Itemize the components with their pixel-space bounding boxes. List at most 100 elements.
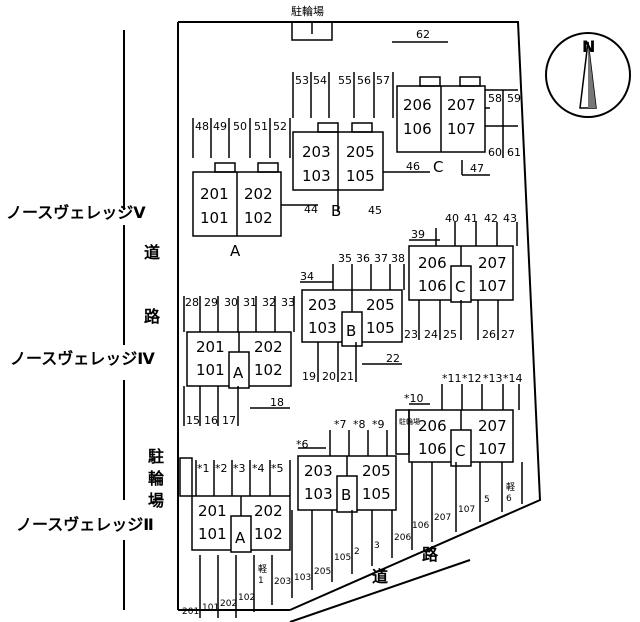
svg-text:102: 102 — [254, 525, 283, 543]
bottom-parking-label: 軽 — [506, 482, 515, 493]
v5-building-a — [192, 162, 318, 237]
svg-text:59: 59 — [507, 92, 521, 105]
svg-text:203: 203 — [308, 296, 337, 314]
svg-text:33: 33 — [281, 296, 295, 309]
bottom-parking-label: 1 — [258, 576, 264, 586]
svg-text:203: 203 — [304, 462, 333, 480]
road-bottom-char-2: 路 — [422, 545, 439, 564]
svg-text:206: 206 — [418, 254, 447, 272]
svg-text:26: 26 — [482, 328, 496, 341]
v2-building-a — [191, 460, 291, 553]
svg-text:56: 56 — [357, 74, 371, 87]
svg-text:36: 36 — [356, 252, 370, 265]
svg-text:107: 107 — [478, 440, 507, 458]
bottom-parking-label: 206 — [394, 533, 411, 543]
svg-text:20: 20 — [322, 370, 336, 383]
bottom-parking-label: 102 — [238, 593, 255, 603]
svg-text:47: 47 — [470, 162, 484, 175]
left-bike-char-1: 駐 — [148, 447, 164, 466]
svg-text:27: 27 — [501, 328, 515, 341]
v4-building-a — [183, 296, 295, 426]
svg-text:54: 54 — [313, 74, 327, 87]
svg-text:*11: *11 — [442, 372, 462, 385]
svg-text:51: 51 — [254, 120, 268, 133]
village-v4-label: ノースヴェレッジⅣ — [10, 349, 155, 368]
svg-text:43: 43 — [503, 212, 517, 225]
v2-building-c-label: C — [455, 442, 465, 460]
bottom-parking-label: 5 — [484, 495, 490, 505]
svg-text:*8: *8 — [353, 418, 366, 431]
svg-text:105: 105 — [362, 485, 391, 503]
svg-text:105: 105 — [346, 167, 375, 185]
svg-text:106: 106 — [403, 120, 432, 138]
road-bottom-char-1: 道 — [372, 567, 388, 586]
svg-text:207: 207 — [478, 254, 507, 272]
svg-text:53: 53 — [295, 74, 309, 87]
svg-text:*9: *9 — [372, 418, 385, 431]
svg-text:35: 35 — [338, 252, 352, 265]
bottom-parking-label: 103 — [294, 573, 311, 583]
svg-text:29: 29 — [204, 296, 218, 309]
svg-text:103: 103 — [304, 485, 333, 503]
svg-text:17: 17 — [222, 414, 236, 427]
svg-text:49: 49 — [213, 120, 227, 133]
bottom-parking-label: 107 — [458, 505, 475, 515]
compass-north-label: N — [582, 37, 595, 56]
svg-text:61: 61 — [507, 146, 521, 159]
svg-text:*13: *13 — [483, 372, 503, 385]
svg-text:25: 25 — [443, 328, 457, 341]
svg-text:50: 50 — [233, 120, 247, 133]
svg-text:15: 15 — [186, 414, 200, 427]
left-bike-char-3: 場 — [148, 491, 164, 510]
road-left-char-1: 道 — [144, 243, 160, 262]
svg-text:60: 60 — [488, 146, 502, 159]
v2-building-c — [395, 384, 520, 467]
svg-text:41: 41 — [464, 212, 478, 225]
compass-icon: N — [545, 32, 631, 118]
svg-text:201: 201 — [196, 338, 225, 356]
svg-text:23: 23 — [404, 328, 418, 341]
svg-text:52: 52 — [273, 120, 287, 133]
v4-building-b-label: B — [346, 322, 356, 340]
svg-text:18: 18 — [270, 396, 284, 409]
small-bike-parking: 駐輪場 — [399, 417, 420, 426]
svg-text:*10: *10 — [404, 392, 424, 405]
svg-text:102: 102 — [254, 361, 283, 379]
v4-building-b — [300, 264, 405, 382]
svg-text:16: 16 — [204, 414, 218, 427]
road-left-char-2: 路 — [144, 307, 161, 326]
v5-building-c-label: C — [433, 158, 443, 176]
bottom-parking-label: 207 — [434, 513, 451, 523]
svg-text:106: 106 — [418, 440, 447, 458]
svg-text:*6: *6 — [296, 438, 309, 451]
svg-text:202: 202 — [254, 502, 283, 520]
svg-text:*5: *5 — [271, 462, 284, 475]
svg-text:21: 21 — [340, 370, 354, 383]
v2-building-b-label: B — [341, 486, 351, 504]
bottom-parking-label: 101 — [202, 603, 219, 613]
svg-text:48: 48 — [195, 120, 209, 133]
svg-text:206: 206 — [403, 96, 432, 114]
svg-text:106: 106 — [418, 277, 447, 295]
svg-text:205: 205 — [346, 143, 375, 161]
svg-text:31: 31 — [243, 296, 257, 309]
svg-text:38: 38 — [391, 252, 405, 265]
v5-building-c — [396, 76, 518, 153]
svg-text:201: 201 — [198, 502, 227, 520]
v5-building-b-label: B — [331, 202, 341, 220]
bottom-parking-label: 105 — [334, 553, 351, 563]
v4-building-a-label: A — [233, 364, 244, 382]
bottom-parking-label: 202 — [220, 599, 237, 609]
bottom-parking-label: 201 — [182, 607, 199, 617]
svg-text:*4: *4 — [252, 462, 265, 475]
bike-parking-label: 駐輪場 — [291, 4, 324, 18]
bottom-parking-label: 205 — [314, 567, 331, 577]
svg-text:202: 202 — [254, 338, 283, 356]
bottom-parking-label: 6 — [506, 494, 512, 504]
svg-text:37: 37 — [374, 252, 388, 265]
svg-text:*2: *2 — [215, 462, 228, 475]
svg-text:107: 107 — [478, 277, 507, 295]
village-v2-label: ノースヴェレッジⅡ — [16, 515, 154, 534]
svg-text:42: 42 — [484, 212, 498, 225]
